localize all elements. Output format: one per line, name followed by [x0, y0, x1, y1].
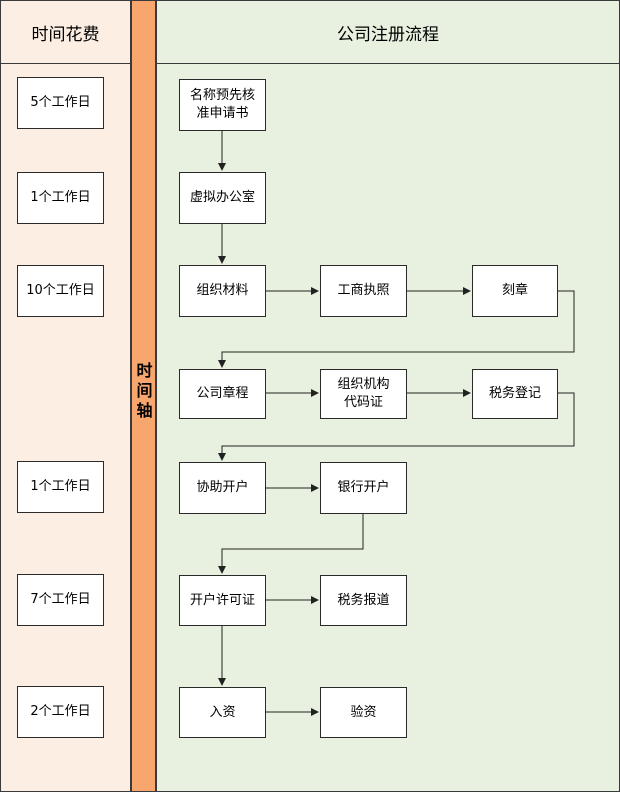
process-header: 公司注册流程 — [157, 1, 619, 64]
step-business-license: 工商执照 — [320, 265, 407, 317]
step-tax-report: 税务报道 — [320, 575, 407, 626]
step-verify-capital: 验资 — [320, 687, 407, 738]
step-organize-materials: 组织材料 — [179, 265, 266, 317]
step-articles: 公司章程 — [179, 369, 266, 419]
step-account-permit: 开户许可证 — [179, 575, 266, 626]
step-virtual-office: 虚拟办公室 — [179, 172, 266, 224]
arrow-seal-to-articles — [218, 290, 575, 368]
time-node: 1个工作日 — [17, 172, 104, 224]
step-engrave-seal: 刻章 — [472, 265, 558, 317]
step-deposit: 入资 — [179, 687, 266, 738]
time-node: 5个工作日 — [17, 77, 104, 129]
step-tax-registration: 税务登记 — [472, 369, 558, 419]
step-bank-account: 银行开户 — [320, 462, 407, 514]
time-node: 2个工作日 — [17, 686, 104, 738]
time-cost-lane: 时间花费 — [0, 0, 131, 792]
step-org-code: 组织机构 代码证 — [320, 369, 407, 419]
time-cost-header: 时间花费 — [1, 1, 130, 64]
step-assist-account: 协助开户 — [179, 462, 266, 514]
time-node: 1个工作日 — [17, 461, 104, 513]
time-node: 7个工作日 — [17, 574, 104, 626]
arrow-tax-to-assist — [218, 392, 575, 461]
step-name-check: 名称预先核 准申请书 — [179, 79, 266, 131]
timeline-axis-lane: 时 间 轴 — [131, 0, 156, 792]
time-node: 10个工作日 — [17, 265, 104, 317]
arrow-bank-to-permit — [218, 514, 364, 574]
timeline-axis-label: 时 间 轴 — [136, 361, 153, 420]
